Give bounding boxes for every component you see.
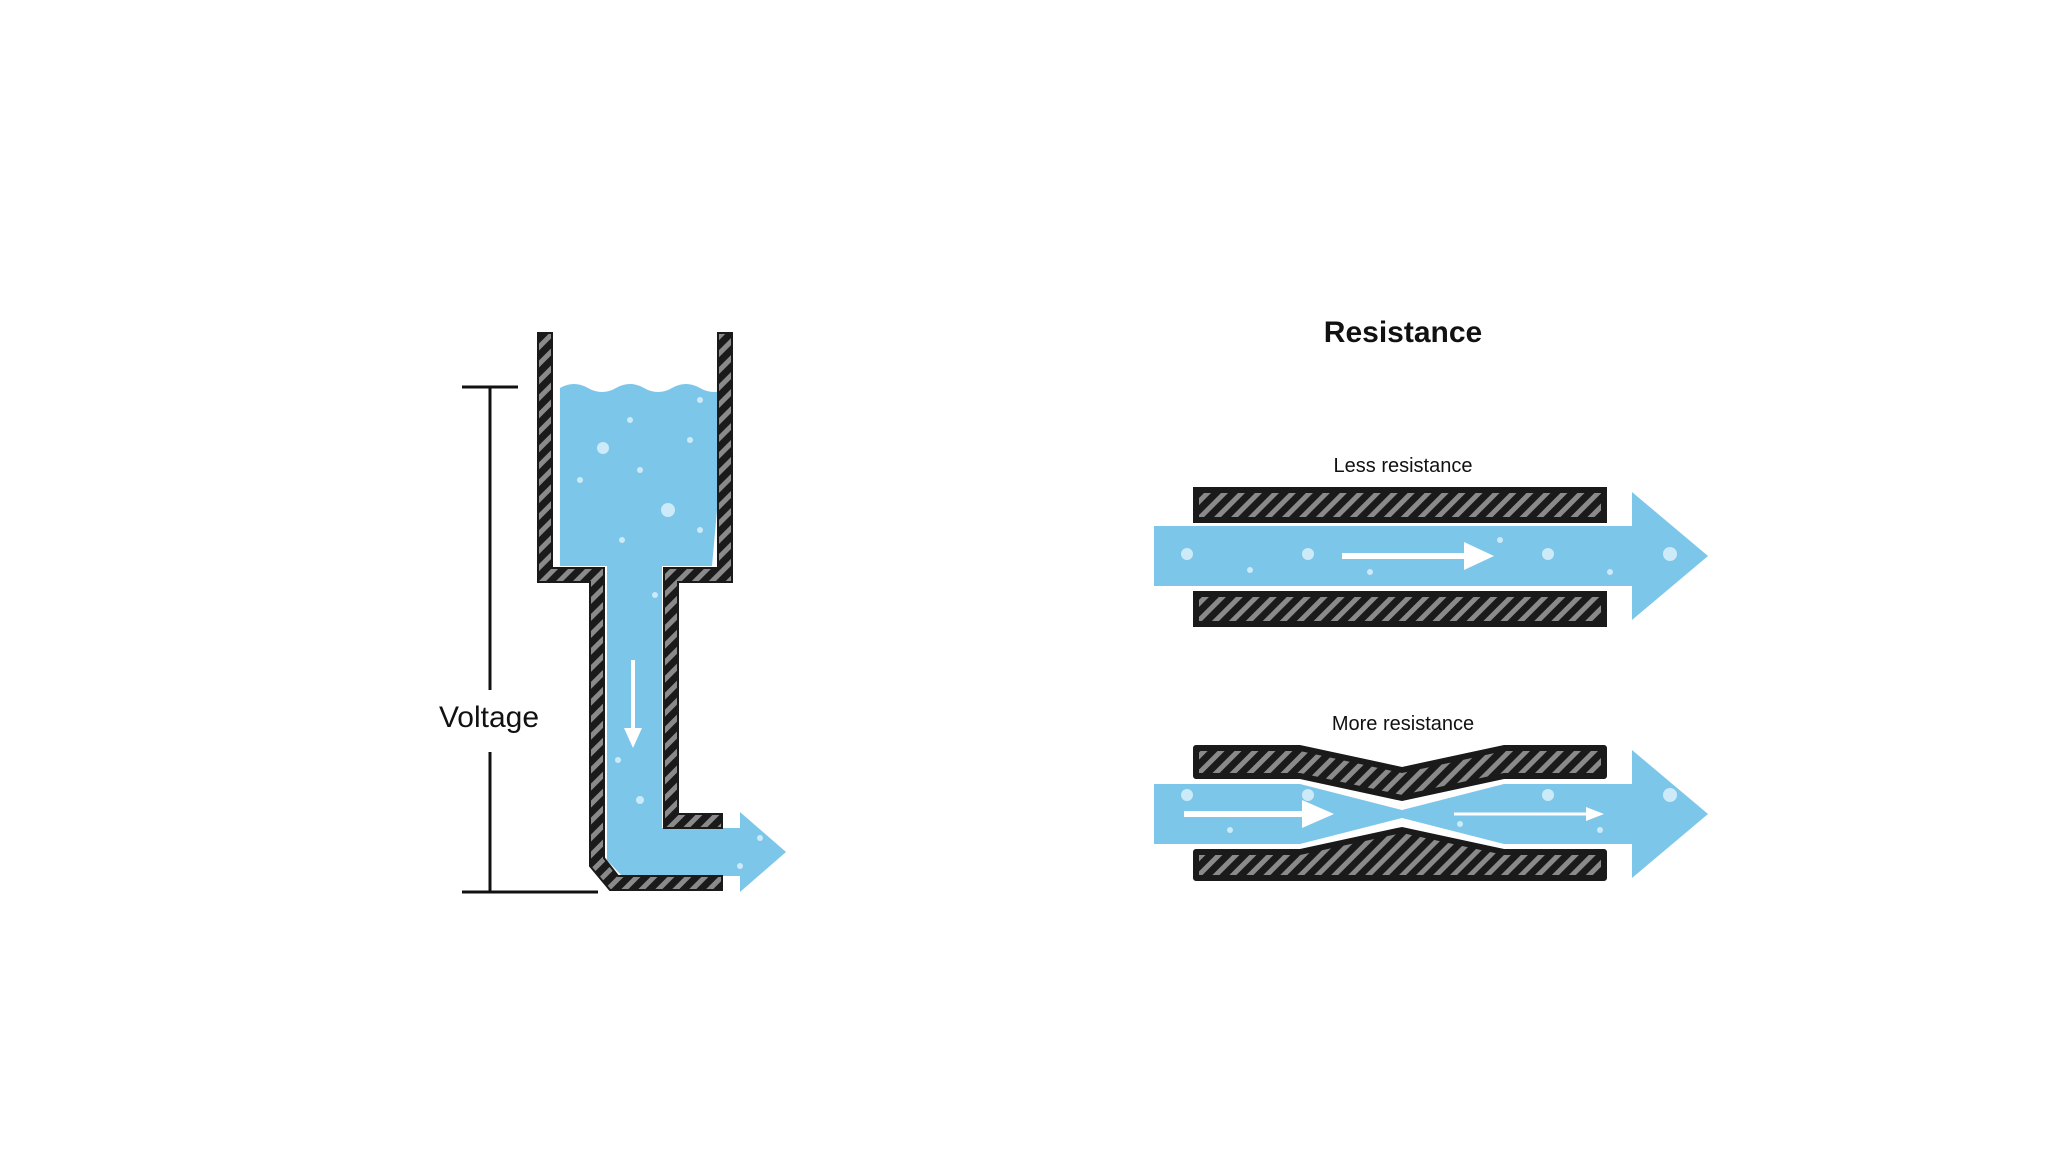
less-resistance-label: Less resistance — [1334, 455, 1473, 477]
tank-wall-left — [537, 332, 723, 891]
more-pipe-top-wall — [1193, 745, 1607, 801]
tank-wall-right — [663, 332, 733, 829]
resistance-diagram: Resistance Less resistance — [1154, 316, 1708, 881]
less-bubbles — [1181, 537, 1677, 575]
less-resistance-pipe: Less resistance — [1154, 455, 1708, 627]
resistance-title: Resistance — [1324, 316, 1482, 349]
less-pipe-top-wall — [1193, 487, 1607, 523]
less-flow-indicator-arrow — [1342, 542, 1494, 570]
pipe-water — [607, 566, 786, 892]
more-pipe-bottom-wall — [1193, 827, 1607, 881]
less-pipe-bottom-wall — [1193, 591, 1607, 627]
voltage-label: Voltage — [439, 701, 539, 734]
more-flow-arrow — [1154, 750, 1708, 878]
more-resistance-label: More resistance — [1332, 713, 1474, 735]
voltage-diagram: Voltage — [439, 332, 786, 894]
voltage-bracket — [462, 385, 598, 894]
flow-arrow-down — [624, 660, 642, 748]
more-bubbles — [1181, 788, 1677, 833]
tank-bubbles — [577, 397, 763, 869]
more-resistance-pipe: More resistance — [1154, 713, 1708, 881]
tank-water — [560, 384, 728, 566]
more-flow-indicator-right — [1454, 807, 1604, 821]
more-flow-indicator-left — [1184, 800, 1334, 828]
